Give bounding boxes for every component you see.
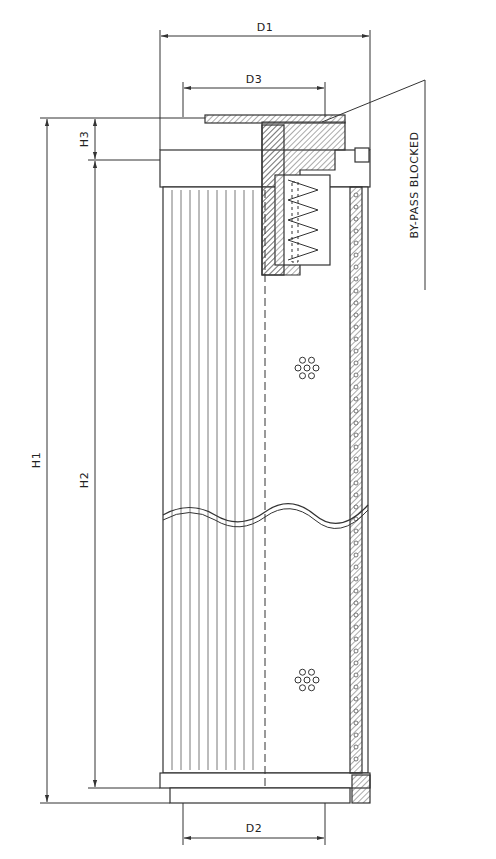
dimension-lines	[40, 30, 425, 845]
dimension-label: D3	[245, 73, 263, 86]
dimension-label: D2	[245, 822, 263, 835]
dimension-label: H1	[30, 451, 43, 469]
dimension-label: H2	[78, 471, 91, 489]
center-line	[265, 190, 266, 790]
break-line	[163, 509, 368, 529]
filter-body	[160, 115, 370, 803]
dimension-label: H3	[78, 130, 91, 148]
dimension-label: D1	[256, 21, 274, 34]
callout-note: BY-PASS BLOCKED	[408, 131, 421, 240]
spring	[288, 180, 318, 262]
break-line	[163, 504, 368, 524]
perforation-holes	[295, 357, 319, 691]
